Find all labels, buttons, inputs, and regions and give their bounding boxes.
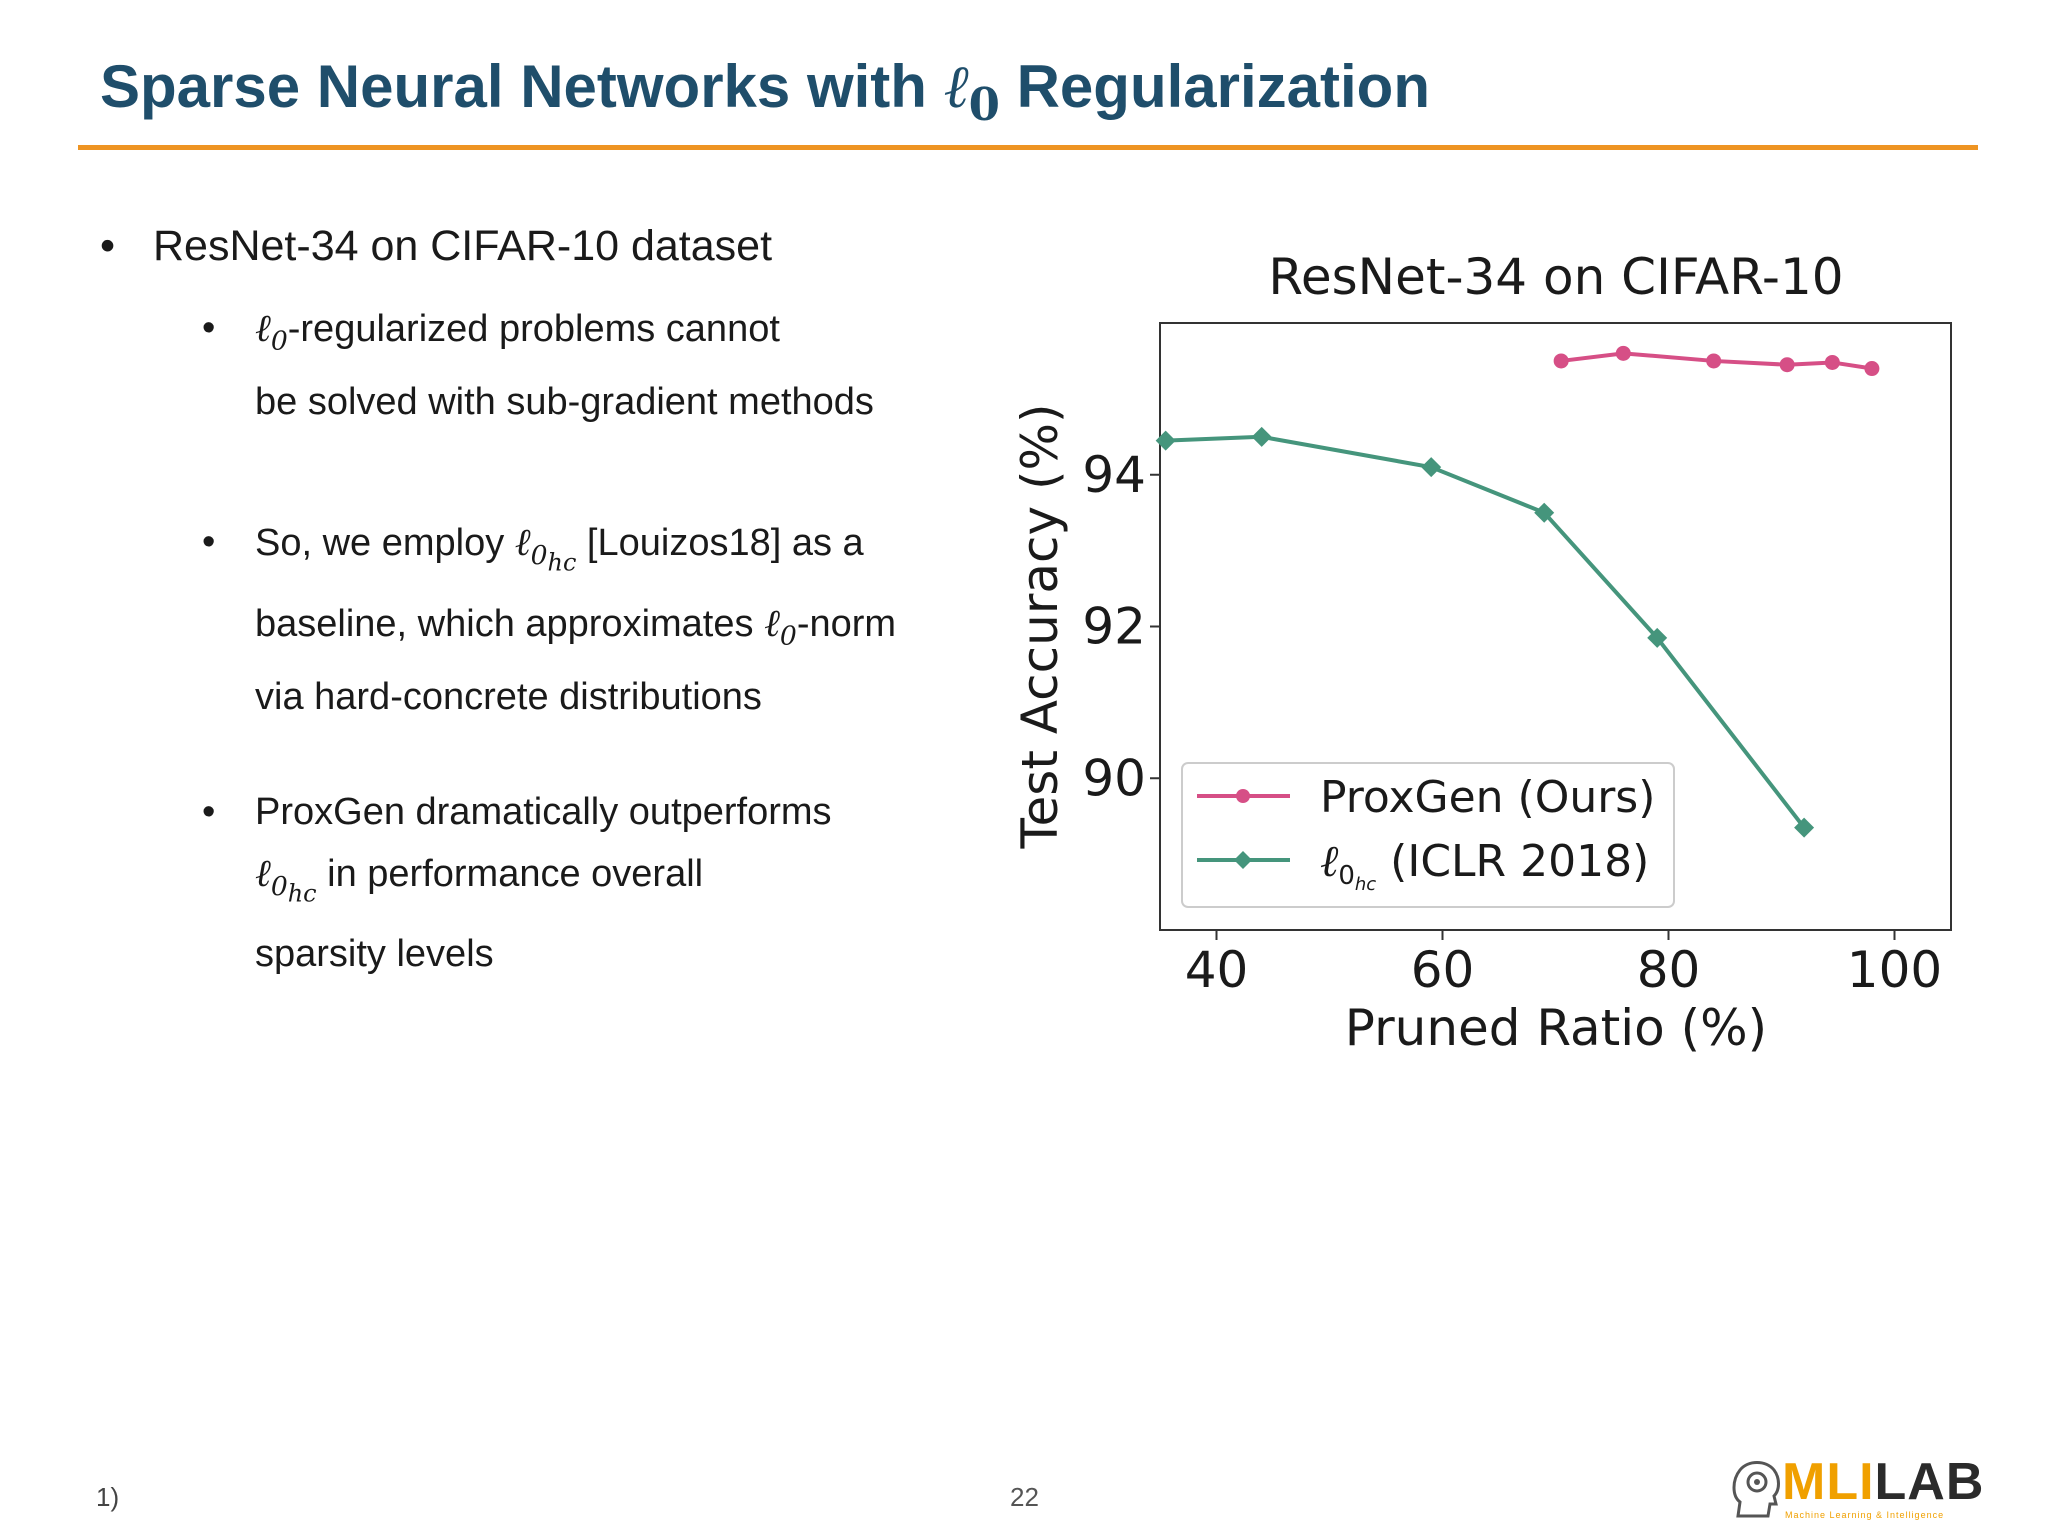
y-tick-label: 92 bbox=[1082, 598, 1146, 656]
bullet-dot: • bbox=[202, 791, 216, 833]
accuracy-chart: ResNet-34 on CIFAR-10 40 60 80 100 90 92 94 Pr… bbox=[1011, 250, 1952, 1057]
bullet-text: ResNet-34 on CIFAR-10 dataset bbox=[153, 222, 773, 270]
data-point bbox=[1779, 357, 1795, 373]
bullet-line: be solved with sub-gradient methods bbox=[255, 380, 874, 423]
data-point bbox=[1647, 627, 1668, 648]
bullet-line: sparsity levels bbox=[255, 932, 494, 975]
legend-label-proxgen: ProxGen (Ours) bbox=[1320, 772, 1655, 823]
bullet-line: ProxGen dramatically outperforms bbox=[255, 791, 832, 833]
data-point bbox=[1864, 361, 1880, 377]
legend-marker-proxgen bbox=[1236, 789, 1250, 803]
axes-ticks: 40 60 80 100 90 92 94 bbox=[1082, 446, 1942, 999]
bullet-dot: • bbox=[202, 307, 216, 349]
x-axis-label: Pruned Ratio (%) bbox=[1345, 999, 1767, 1057]
data-point bbox=[1251, 426, 1272, 447]
legend-box bbox=[1181, 762, 1675, 908]
bullet-sub-3: • ProxGen dramatically outperforms ℓ0hc … bbox=[202, 782, 832, 985]
bullet-line: So, we employ ℓ0hc [Louizos18] as a bbox=[255, 520, 864, 576]
mlilab-logo: MLILAB Machine Learning & Intelligence bbox=[1730, 1453, 1983, 1522]
data-point bbox=[1155, 430, 1176, 451]
footnote: 1) bbox=[96, 1482, 120, 1512]
head-gear-icon bbox=[1732, 1461, 1780, 1518]
logo-wordmark: MLILAB bbox=[1782, 1453, 1985, 1511]
legend-marker-l0hc bbox=[1234, 851, 1252, 869]
x-tick-label: 60 bbox=[1411, 941, 1475, 999]
x-tick-label: 100 bbox=[1847, 941, 1942, 999]
data-point bbox=[1553, 353, 1569, 369]
chart-legend: ProxGen (Ours) ℓ0hc (ICLR 2018) bbox=[1181, 762, 1675, 908]
x-tick-label: 80 bbox=[1637, 941, 1701, 999]
series-line-1 bbox=[1165, 434, 1806, 829]
data-point bbox=[1824, 354, 1840, 370]
bullet-line: ℓ0hc in performance overall bbox=[255, 851, 704, 907]
title-underline bbox=[78, 145, 1978, 150]
chart-title: ResNet-34 on CIFAR-10 bbox=[1268, 250, 1843, 306]
bullet-dot: • bbox=[202, 521, 216, 563]
y-axis-label: Test Accuracy (%) bbox=[1011, 403, 1069, 849]
bullet-sub-1: • ℓ0-regularized problems cannot be solv… bbox=[202, 298, 874, 433]
logo-tagline: Machine Learning & Intelligence bbox=[1785, 1510, 1945, 1520]
slide-title: Sparse Neural Networks with ℓ0 Regulariz… bbox=[100, 52, 1430, 131]
legend-label-l0hc: ℓ0hc (ICLR 2018) bbox=[1320, 836, 1649, 895]
data-point bbox=[1421, 457, 1442, 478]
data-point bbox=[1615, 345, 1631, 361]
page-number: 22 bbox=[1010, 1482, 1039, 1512]
bullet-line: baseline, which approximates ℓ0-norm bbox=[255, 600, 897, 652]
bullet-sub-2: • So, we employ ℓ0hc [Louizos18] as a ba… bbox=[202, 512, 897, 728]
bullet-dot: • bbox=[100, 222, 116, 270]
data-point bbox=[1706, 353, 1722, 369]
series-layer bbox=[1155, 345, 1880, 838]
data-point bbox=[1794, 817, 1815, 838]
bullet-line: via hard-concrete distributions bbox=[255, 675, 762, 718]
bullet-line: ℓ0-regularized problems cannot bbox=[255, 306, 780, 357]
bullet-main: • ResNet-34 on CIFAR-10 dataset bbox=[100, 222, 773, 271]
y-tick-label: 94 bbox=[1082, 446, 1146, 504]
x-tick-label: 40 bbox=[1185, 941, 1249, 999]
data-point bbox=[1534, 502, 1555, 523]
y-tick-label: 90 bbox=[1082, 749, 1146, 807]
